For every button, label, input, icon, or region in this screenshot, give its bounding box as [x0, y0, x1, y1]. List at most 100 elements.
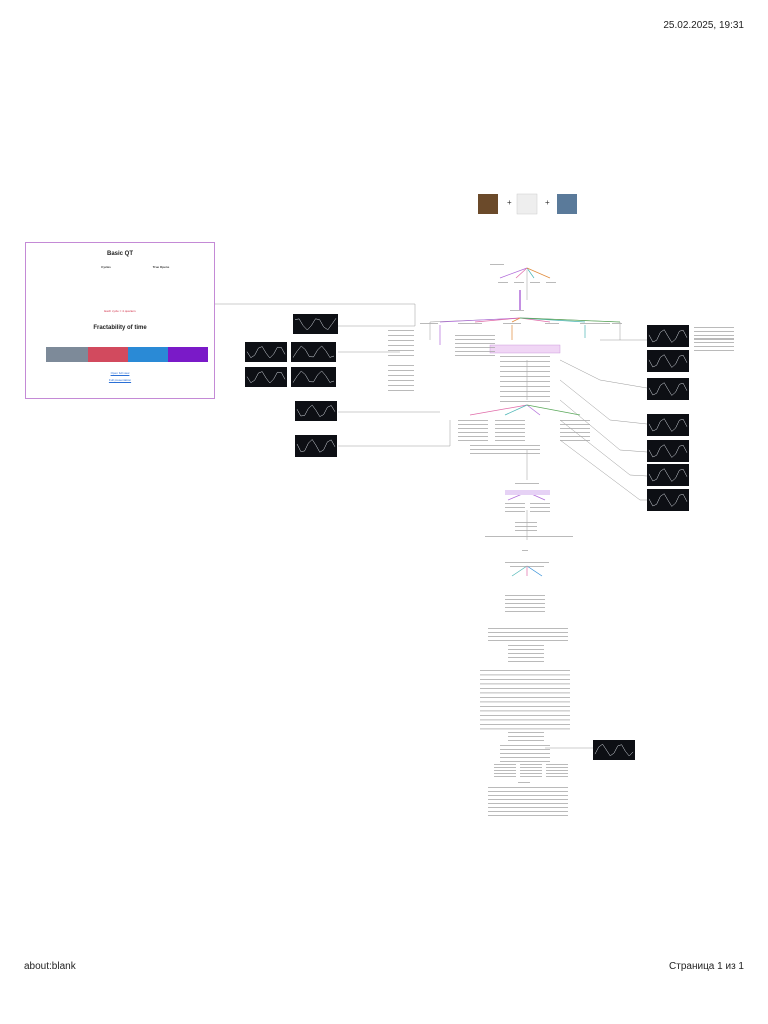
text-line [503, 323, 521, 324]
text-line [388, 350, 414, 351]
text-line [494, 764, 516, 765]
thumbnail-price-line [292, 370, 335, 383]
text-line [694, 331, 734, 332]
chart-thumbnail[interactable] [293, 314, 338, 334]
text-line [694, 342, 734, 343]
svg-text:+: + [545, 198, 550, 207]
text-line [488, 791, 568, 792]
fractal-segment [168, 347, 208, 362]
text-line [455, 351, 495, 352]
fractability-title: Fractability of time [93, 325, 147, 331]
chart-thumbnail[interactable] [245, 367, 287, 387]
thumbnail-price-line [648, 468, 688, 482]
chart-thumbnails [245, 314, 689, 760]
text-line [388, 340, 414, 341]
text-line [505, 595, 545, 596]
text-line [495, 432, 525, 433]
text-line [505, 599, 545, 600]
chart-thumbnail[interactable] [291, 367, 336, 387]
text-line [500, 401, 550, 402]
text-line [480, 710, 570, 712]
text-line [500, 361, 550, 362]
text-line [500, 381, 550, 382]
text-line [480, 706, 570, 707]
svg-text:+: + [507, 198, 512, 207]
text-line [500, 753, 550, 754]
text-line [508, 661, 544, 662]
text-line [530, 282, 540, 283]
text-line [455, 355, 495, 356]
fractal-segment [88, 347, 128, 362]
text-line [388, 330, 414, 331]
text-line [494, 767, 516, 768]
text-line [515, 526, 537, 527]
connector-right-column-3 [559, 399, 648, 453]
text-line [458, 428, 488, 429]
text-line [505, 507, 525, 508]
chart-thumbnail[interactable] [245, 342, 287, 362]
full-presentation-link[interactable]: Full presentation [108, 378, 132, 382]
text-line [515, 522, 537, 523]
thumbnail-price-line [648, 418, 688, 432]
text-line [505, 607, 545, 608]
text-line [546, 282, 556, 283]
text-line [494, 770, 516, 771]
text-line [500, 757, 550, 758]
text-line [500, 371, 550, 372]
text-line [388, 370, 414, 371]
chart-thumbnail[interactable] [593, 740, 635, 760]
text-line [470, 445, 540, 446]
text-line [508, 649, 544, 650]
avatar-middle [516, 193, 538, 215]
text-line [458, 424, 488, 425]
page-url: about:blank [24, 961, 76, 972]
avatar-left [478, 194, 498, 214]
text-line [505, 511, 525, 512]
text-line [546, 776, 568, 777]
text-line [510, 566, 544, 567]
text-line [560, 432, 590, 433]
text-line [560, 436, 590, 437]
chart-thumbnail[interactable] [295, 435, 337, 457]
basic-qt-card: Basic QT Cycles True Opens Each cycle = … [25, 242, 215, 399]
text-line [515, 530, 537, 531]
fractal-segment [46, 347, 88, 362]
text-line [480, 701, 570, 703]
text-line [508, 657, 544, 658]
text-line [488, 632, 568, 633]
text-line [522, 550, 528, 551]
text-line [480, 674, 570, 676]
text-line [480, 719, 570, 721]
text-line [388, 365, 414, 366]
text-line [388, 345, 414, 346]
text-line [488, 811, 568, 812]
text-line [488, 799, 568, 800]
connector-right-column-2 [559, 379, 648, 425]
text-line [388, 355, 414, 356]
text-line [488, 640, 568, 641]
text-line [488, 628, 568, 629]
text-line [498, 282, 508, 283]
text-line [560, 440, 590, 441]
thumbnail-price-line [292, 345, 335, 358]
cycles-header: Cycles [101, 265, 111, 269]
fractal-segment [128, 347, 168, 362]
text-line [480, 683, 570, 685]
thumbnail-price-line [648, 444, 688, 458]
text-line [455, 339, 495, 340]
text-line [545, 323, 559, 324]
text-line [546, 767, 568, 768]
thumbnail-price-line [648, 493, 688, 507]
text-line [520, 773, 542, 774]
chart-thumbnail[interactable] [291, 342, 336, 362]
open-full-view-link[interactable]: Open full view [110, 371, 130, 375]
text-line [458, 420, 488, 421]
connector-right-column-4 [559, 419, 648, 477]
text-line [500, 386, 550, 387]
thumbnail-price-line [296, 404, 336, 417]
text-line [480, 679, 570, 680]
text-line [480, 697, 570, 698]
chart-thumbnail[interactable] [295, 401, 337, 421]
text-line [500, 356, 550, 357]
